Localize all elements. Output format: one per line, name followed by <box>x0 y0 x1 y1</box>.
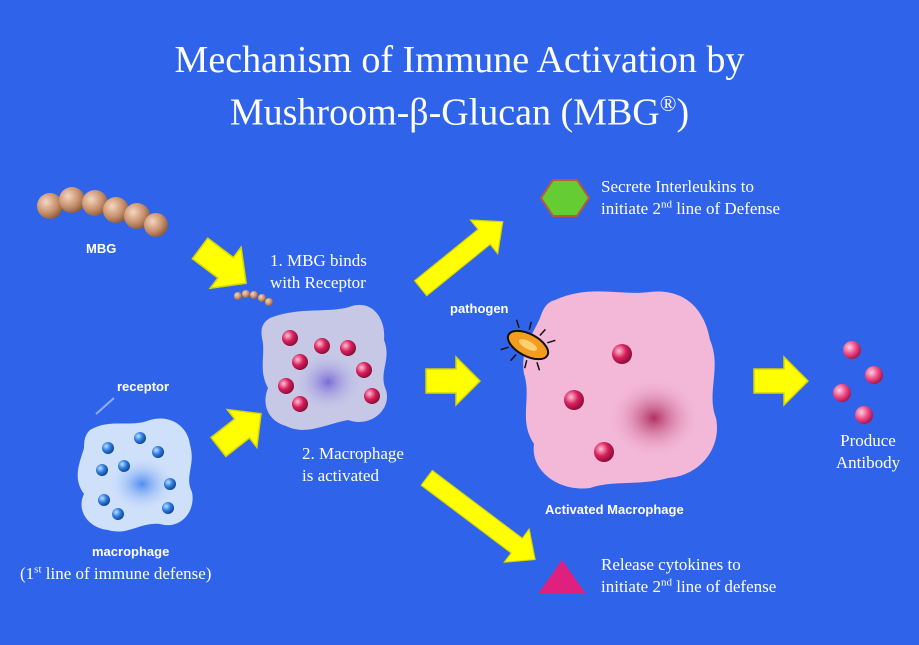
first-line-label: (1st line of immune defense) <box>20 563 211 585</box>
arrow-icon <box>413 219 504 297</box>
cytokines-label: Release cytokines to initiate 2nd line o… <box>601 554 776 598</box>
resting-macrophage-icon <box>77 418 193 532</box>
produce-line: Produce <box>840 431 896 450</box>
step1-line-1: 1. MBG binds <box>270 251 367 270</box>
antibody-icon <box>833 341 883 424</box>
first-line-post: line of immune defense) <box>41 564 212 583</box>
cytokines-post: line of defense <box>671 577 777 596</box>
step1-label: 1. MBG binds with Receptor <box>270 250 367 294</box>
first-line-pre: (1 <box>20 564 35 583</box>
antibody-line: Antibody <box>835 453 901 472</box>
antibody-label: Produce Antibody <box>820 430 916 474</box>
title-line-2-end: ) <box>676 91 690 134</box>
title-line-2: Mushroom-β-Glucan (MBG®) <box>0 82 919 135</box>
mbg-label: MBG <box>86 241 117 256</box>
step2-line-1: 2. Macrophage <box>302 444 404 463</box>
hexagon-icon <box>539 179 591 217</box>
binding-macrophage-icon <box>261 304 388 430</box>
interleukins-sup: nd <box>660 198 672 211</box>
page-title: Mechanism of Immune Activation by Mushro… <box>0 38 919 135</box>
step2-line-2: is activated <box>302 466 379 485</box>
interleukins-line-1: Secrete Interleukins to <box>601 177 754 196</box>
macrophage-label: macrophage <box>92 544 170 559</box>
cytokines-sup: nd <box>660 576 672 589</box>
interleukins-post: line of Defense <box>671 199 781 218</box>
registered-mark: ® <box>659 91 677 116</box>
activated-macrophage-label: Activated Macrophage <box>545 502 684 517</box>
arrow-icon <box>191 237 248 290</box>
title-line-2-text: Mushroom-β-Glucan (MBG <box>229 91 660 134</box>
cytokines-line-2: initiate 2nd line of defense <box>601 576 776 598</box>
arrow-icon <box>753 355 810 407</box>
interleukins-line-2: initiate 2nd line of Defense <box>601 198 780 220</box>
receptor-pointer <box>95 397 115 415</box>
cytokines-line-1: Release cytokines to <box>601 555 741 574</box>
step1-line-2: with Receptor <box>270 273 366 292</box>
arrow-icon <box>210 408 262 458</box>
pathogen-icon <box>500 319 556 371</box>
mbg-chain-icon <box>37 187 168 237</box>
arrow-icon <box>420 469 536 563</box>
interleukins-pre: initiate 2 <box>601 199 661 218</box>
activated-macrophage-icon <box>523 291 717 489</box>
bound-mbg-icon <box>234 290 273 306</box>
step2-label: 2. Macrophage is activated <box>302 443 404 487</box>
pathogen-label: pathogen <box>450 301 509 316</box>
first-line-sup: st <box>34 563 42 576</box>
cytokines-pre: initiate 2 <box>601 577 661 596</box>
receptor-label: receptor <box>117 379 170 394</box>
arrow-icon <box>425 355 482 407</box>
title-line-1: Mechanism of Immune Activation by <box>174 39 745 81</box>
interleukins-label: Secrete Interleukins to initiate 2nd lin… <box>601 176 780 220</box>
triangle-icon <box>538 560 586 594</box>
